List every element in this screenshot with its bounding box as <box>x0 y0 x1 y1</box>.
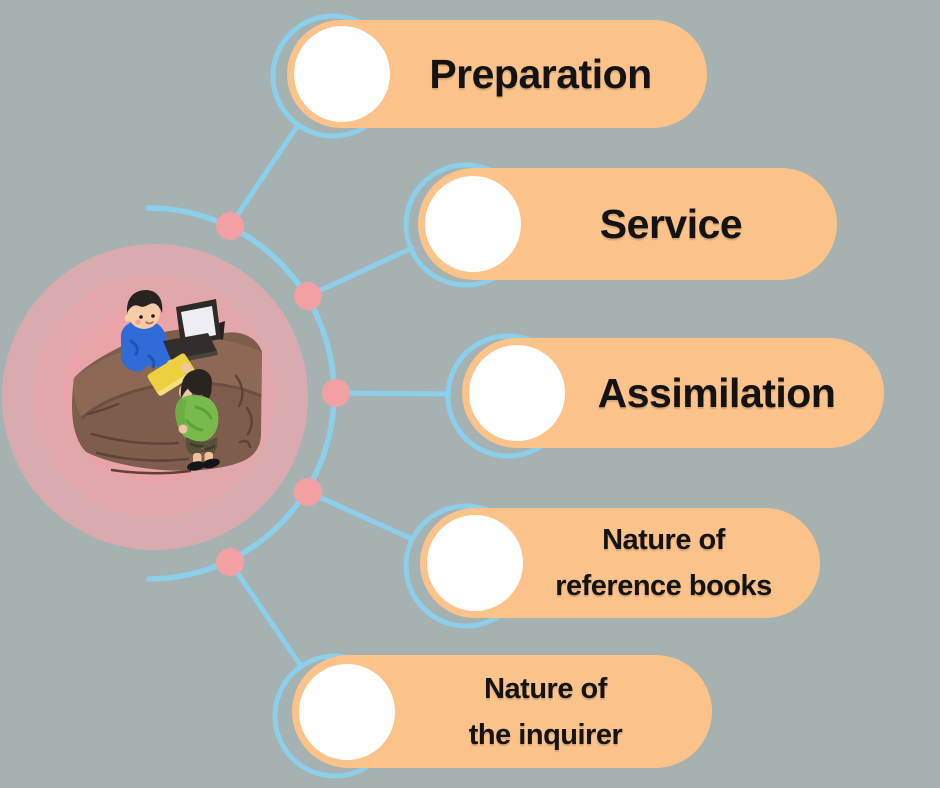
reference-desk-illustration <box>71 290 262 475</box>
connector-line-assimilation <box>333 390 452 397</box>
connector-line-inquirer <box>227 559 304 669</box>
node-label: Nature of reference books <box>523 517 820 609</box>
node-label: Service <box>521 201 837 248</box>
node-label-line: Preparation <box>429 50 652 97</box>
branch-dot <box>216 212 244 240</box>
connector-line-service <box>305 245 415 299</box>
node-label-line: the inquirer <box>468 718 623 751</box>
node-circle <box>294 26 390 122</box>
node-circle <box>299 663 395 760</box>
yellow-book <box>147 353 196 396</box>
child-figure <box>175 369 220 471</box>
node-label: Assimilation <box>565 370 884 417</box>
branch-dot <box>294 478 322 506</box>
node-label: Preparation <box>390 51 707 98</box>
node-circle <box>425 176 521 272</box>
node-nature-of-reference-books: Nature of reference books <box>420 508 820 618</box>
node-label-line: reference books <box>555 570 772 602</box>
branch-dot <box>322 379 350 407</box>
node-label-line: Assimilation <box>597 369 836 416</box>
branch-dot <box>294 282 322 310</box>
node-circle <box>469 345 565 441</box>
node-assimilation: Assimilation <box>462 338 884 448</box>
node-preparation: Preparation <box>287 20 707 128</box>
branch-dots <box>216 212 350 576</box>
connector-line-preparation <box>227 122 301 229</box>
branch-dot <box>216 548 244 576</box>
node-label-line: Nature of <box>602 524 725 556</box>
librarian-figure <box>120 290 183 375</box>
node-label: Nature of the inquirer <box>395 666 712 758</box>
node-label-line: Nature of <box>484 672 607 705</box>
node-service: Service <box>418 168 837 280</box>
node-nature-of-the-inquirer: Nature of the inquirer <box>292 655 712 768</box>
node-circle <box>427 515 523 611</box>
connector-line-reference-books <box>305 489 415 542</box>
node-label-line: Service <box>599 200 743 247</box>
